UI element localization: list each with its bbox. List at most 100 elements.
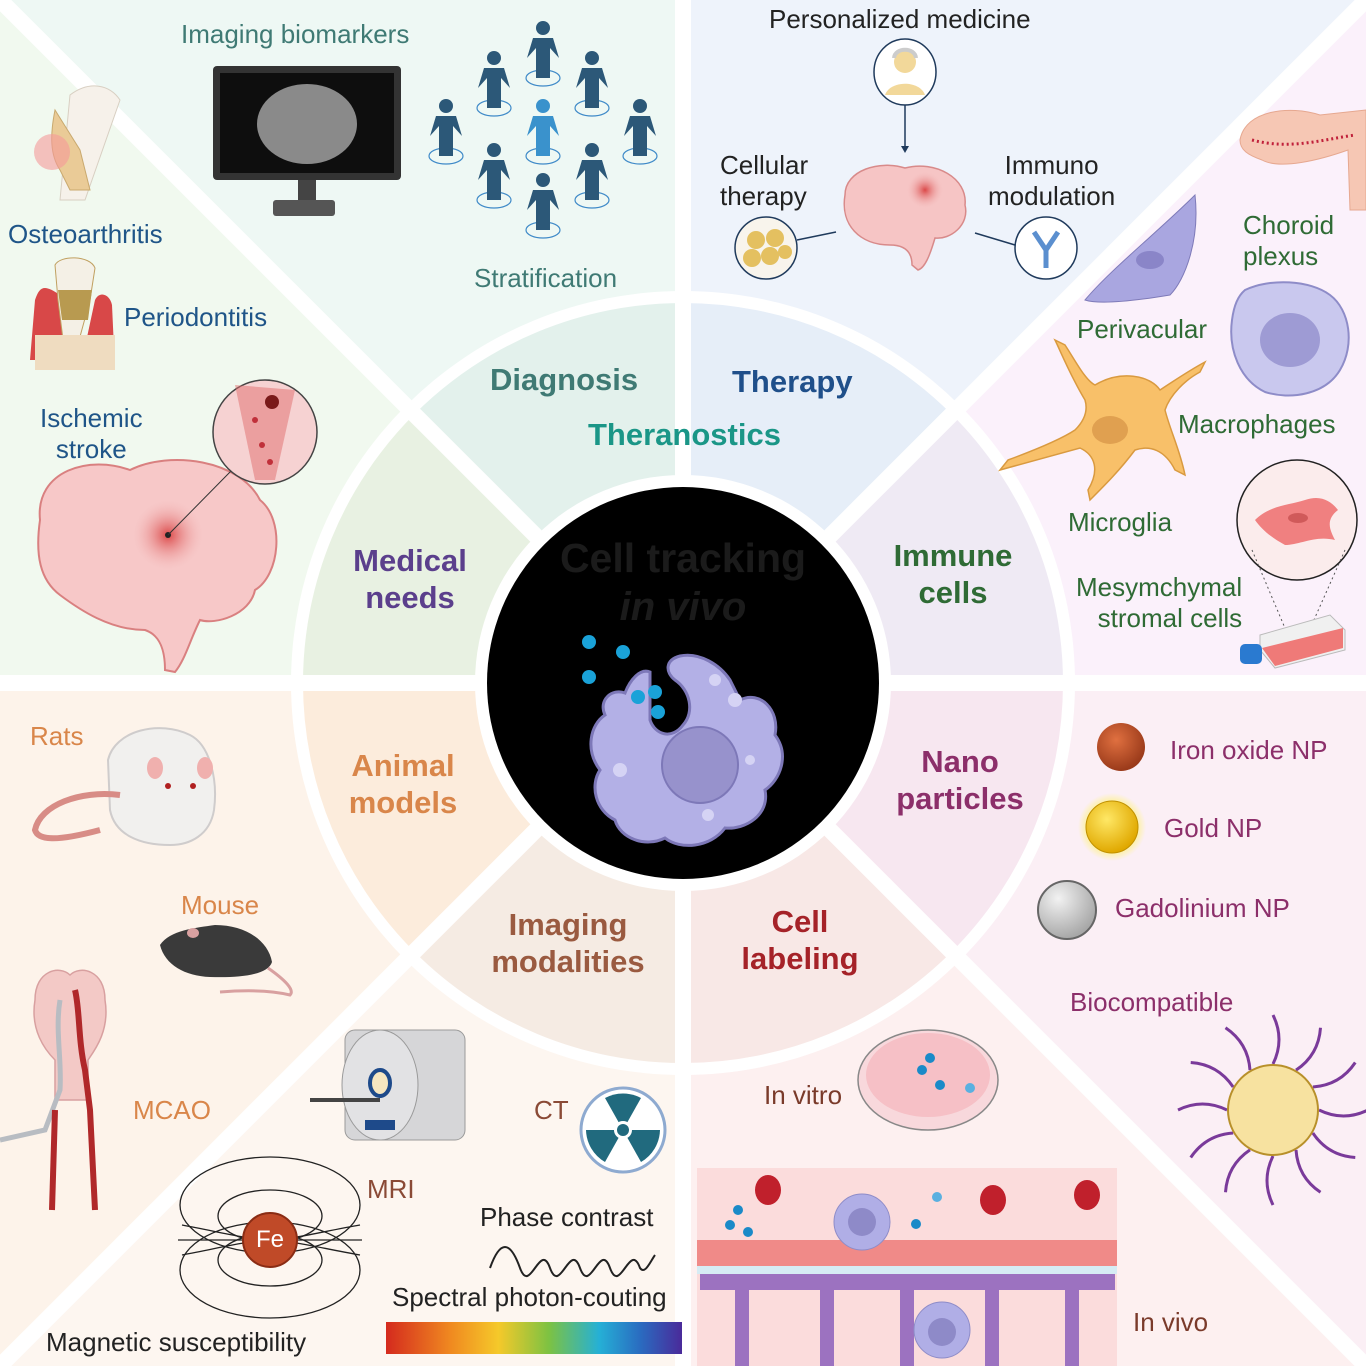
label-rats: Rats [30, 721, 84, 751]
person-body [527, 190, 559, 230]
blood-vessel-icon [697, 1168, 1117, 1366]
ring-label-immune-line2: cells [918, 574, 988, 610]
ring-sector-imaging [414, 824, 683, 1063]
label-mesenchymal-stromal: Mesymchymal stromal cells [1076, 572, 1242, 633]
arrow-cellular-to-brain [796, 231, 837, 241]
person-body [527, 38, 559, 78]
spectrum-bar-icon [386, 1322, 682, 1354]
person-head [585, 51, 599, 65]
label-iron-oxide-np: Iron oxide NP [1170, 735, 1328, 765]
polymer-chain [1224, 1148, 1251, 1193]
polymer-chain [1312, 1061, 1357, 1089]
therapy-brain-icon [843, 164, 967, 271]
iron-oxide-sphere-icon [1097, 723, 1145, 771]
coated-nanoparticle-icon [1177, 1014, 1366, 1206]
center-subtitle: in vivo [619, 585, 747, 629]
ring-label-therapy: Therapy [732, 364, 853, 399]
petri-dish-icon [857, 1029, 999, 1131]
ring-label-immune-line1: Immune [893, 538, 1013, 573]
polymer-chain [1295, 1027, 1322, 1072]
ring-label-immune-cells: Immune cells [878, 538, 1028, 611]
ring-label-imaging-line1: Imaging [508, 907, 628, 942]
ring-sector-medical [303, 414, 542, 683]
ring-label-medical-needs: Medical needs [335, 543, 485, 616]
ring-label-cell-labeling: Cell labeling [725, 904, 875, 977]
label-immuno-line2: modulation [988, 180, 1116, 211]
label-choroid-line2: plexus [1243, 240, 1319, 271]
label-biocompatible: Biocompatible [1070, 987, 1234, 1017]
brain-stroke-icon [37, 379, 318, 674]
label-immuno-line1: Immuno [1004, 150, 1099, 180]
person-body [576, 68, 608, 108]
mouse-icon [160, 925, 293, 997]
label-magnetic-susceptibility: Magnetic susceptibility [46, 1327, 307, 1357]
radiation-icon [579, 1086, 667, 1174]
microglia-icon [997, 338, 1207, 502]
patient-network-icon [428, 21, 658, 239]
knee-joint-icon [34, 85, 121, 201]
label-mcao: MCAO [133, 1095, 211, 1125]
culture-flask-icon [1240, 614, 1346, 669]
polymer-chain [1224, 1026, 1252, 1071]
person-head [536, 173, 550, 187]
label-periodontitis: Periodontitis [124, 302, 268, 332]
label-perivacular: Perivacular [1077, 314, 1208, 344]
ring-sector-diagnosis [414, 303, 683, 542]
polymer-chain [1294, 1149, 1322, 1194]
label-imaging-biomarkers: Imaging biomarkers [181, 19, 410, 49]
ring-sector-therapy [683, 303, 952, 542]
ring-label-labeling-line1: Cell [771, 904, 829, 939]
ring-label-medical-needs-line2: needs [365, 579, 455, 615]
polymer-chain [1271, 1014, 1281, 1065]
polymer-chain [1177, 1102, 1228, 1112]
person-head [536, 21, 550, 35]
cell-cluster-icon [734, 216, 798, 280]
label-choroid-line1: Choroid [1243, 210, 1335, 240]
ring-sectors [303, 303, 1063, 1063]
label-in-vitro: In vitro [764, 1080, 843, 1110]
ring-sector-immune [824, 414, 1063, 683]
ring-label-animal-line1: Animal [351, 748, 455, 783]
ring-label-diagnosis: Diagnosis [490, 362, 639, 397]
person-body [478, 160, 510, 200]
person-head [439, 99, 453, 113]
gadolinium-sphere-icon [1037, 880, 1097, 940]
ring-sector-nano [824, 683, 1063, 952]
label-mesenchymal-line1: Mesymchymal [1076, 572, 1243, 602]
label-immuno-modulation: Immuno modulation [988, 150, 1115, 211]
macrophage-icon [1230, 281, 1350, 397]
nanoparticle-core [1227, 1064, 1319, 1156]
person-body [624, 116, 656, 156]
mri-scanner-icon [310, 1029, 466, 1141]
label-ct: CT [534, 1095, 569, 1125]
polymer-chain [1189, 1131, 1234, 1159]
label-personalized-medicine: Personalized medicine [769, 4, 1031, 34]
polymer-chain [1265, 1155, 1275, 1206]
person-head [585, 143, 599, 157]
label-cellular-line1: Cellular [720, 150, 809, 180]
ring-sector-animal [303, 683, 542, 952]
label-fe: Fe [256, 1226, 285, 1253]
monitor-brain-scan-icon [213, 66, 401, 216]
choroid-plexus-icon [1239, 109, 1366, 211]
label-gadolinium-np: Gadolinium NP [1115, 893, 1290, 923]
perivascular-cell-icon [1084, 193, 1197, 303]
ring-label-nano-line2: particles [896, 780, 1024, 816]
polymer-chain [1318, 1108, 1366, 1118]
label-cellular-therapy: Cellular therapy [720, 150, 808, 211]
ring-label-labeling-line2: labeling [741, 940, 859, 976]
ring-label-theranostics: Theranostics [588, 417, 781, 452]
label-gold-np: Gold NP [1164, 813, 1263, 843]
label-cellular-line2: therapy [720, 180, 807, 211]
label-mesenchymal-line2: stromal cells [1097, 602, 1243, 633]
person-head [487, 51, 501, 65]
arrow-head-down [901, 146, 909, 153]
ring-label-imaging-line2: modalities [491, 943, 645, 979]
fe-particle [242, 1212, 298, 1268]
ring-label-animal-line2: models [348, 784, 458, 820]
phagocytic-cell-icon [582, 635, 784, 847]
ring-label-animal-models: Animal models [328, 748, 478, 821]
person-head [487, 143, 501, 157]
person-body [576, 160, 608, 200]
antibody-icon [1014, 216, 1078, 280]
